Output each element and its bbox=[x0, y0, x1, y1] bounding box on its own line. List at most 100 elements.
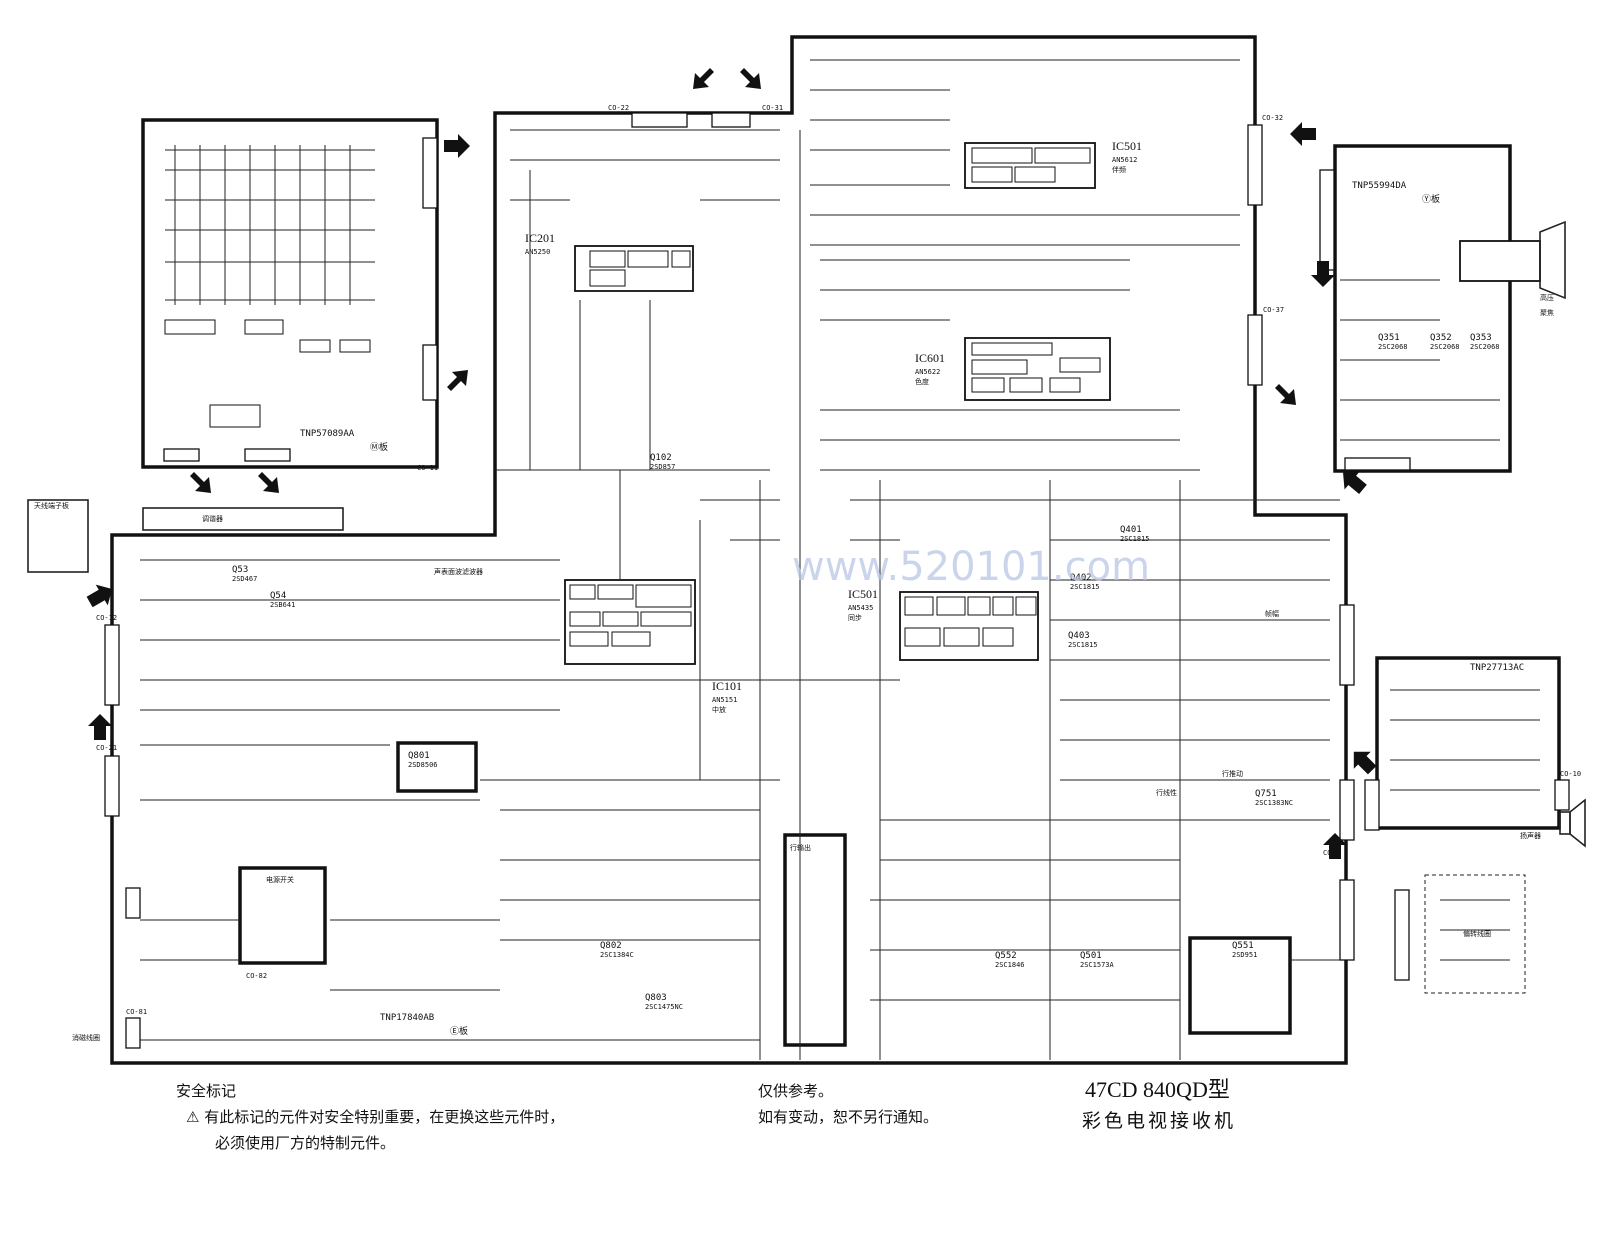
module-label: 调谐器 bbox=[202, 514, 223, 523]
connector-label: CO-12 bbox=[96, 614, 117, 622]
transistor-label: Q802 bbox=[600, 941, 622, 951]
module-label: 偏转线圈 bbox=[1463, 929, 1491, 938]
transistor-part: 2SD951 bbox=[1232, 951, 1257, 959]
connector-label: CO-81 bbox=[126, 1008, 147, 1016]
transistor-part: 2SB641 bbox=[270, 601, 295, 609]
transistor-label: Q402 bbox=[1070, 573, 1092, 583]
transistor-label: Q501 bbox=[1080, 951, 1102, 961]
q551-box bbox=[1188, 936, 1292, 1035]
connector-label: CO-82 bbox=[246, 972, 267, 980]
transistor-part: 2SC1573A bbox=[1080, 961, 1115, 969]
transistor-label: Q102 bbox=[650, 453, 672, 463]
ic-note: 色度 bbox=[915, 377, 929, 386]
board-tag: Ⓜ板 bbox=[370, 441, 388, 453]
ic-part-label: AN5612 bbox=[1112, 156, 1137, 164]
safety-line-1: ⚠ 有此标记的元件对安全特别重要，在更换这些元件时， bbox=[186, 1108, 565, 1126]
y-board-outline bbox=[1333, 144, 1512, 473]
ic-note: 伴频 bbox=[1112, 165, 1126, 174]
module-label: 扬声器 bbox=[1520, 831, 1541, 840]
connector-label: CO-21 bbox=[96, 744, 117, 752]
component-labels: TNP57089AA Ⓜ板 TNP55994DA Ⓨ板 TNP27713AC TNP178… bbox=[34, 104, 1581, 1042]
ic-internal-blocks bbox=[569, 147, 1101, 647]
transistor-part: 2SC2068 bbox=[1430, 343, 1460, 351]
transistor-part: 2SC1475NC bbox=[645, 1003, 683, 1011]
crt-socket bbox=[1539, 220, 1566, 300]
yoke-box bbox=[1424, 874, 1526, 994]
ic-part-label: AN5250 bbox=[525, 248, 550, 256]
ic-note: 同步 bbox=[848, 614, 862, 622]
transistor-label: Q801 bbox=[408, 751, 430, 761]
module-label: 电源开关 bbox=[266, 875, 294, 884]
connector-label: CO-31 bbox=[762, 104, 783, 112]
transistor-label: Q401 bbox=[1120, 525, 1142, 535]
transistor-part: 2SC2068 bbox=[1470, 343, 1500, 351]
module-label: 帧幅 bbox=[1265, 609, 1279, 618]
transistor-part: 2SC1815 bbox=[1070, 583, 1100, 591]
connector-label: CO-10 bbox=[1560, 770, 1581, 778]
flyback-box bbox=[783, 833, 847, 1047]
product-name: 彩色电视接收机 bbox=[1082, 1110, 1237, 1132]
transistor-part: 2SC1815 bbox=[1068, 641, 1098, 649]
board-tag: Ⓔ板 bbox=[450, 1025, 468, 1037]
transistor-label: Q53 bbox=[232, 565, 248, 575]
power-switch-box bbox=[238, 866, 327, 965]
key-switch-array bbox=[164, 145, 375, 428]
module-label: 行推动 bbox=[1222, 769, 1243, 778]
connector-label: CO-11 bbox=[417, 464, 438, 472]
notice-line-2: 如有变动，恕不另行通知。 bbox=[758, 1108, 939, 1126]
transistor-part: 2SD467 bbox=[232, 575, 257, 583]
board-label: TNP57089AA bbox=[300, 429, 355, 439]
board-label: TNP27713AC bbox=[1470, 663, 1524, 673]
transistor-label: Q352 bbox=[1430, 333, 1452, 343]
transistor-label: Q552 bbox=[995, 951, 1017, 961]
ic-label: IC601 bbox=[915, 351, 945, 365]
model-title: 47CD 840QD型 bbox=[1085, 1077, 1230, 1102]
module-label: 高压 bbox=[1540, 293, 1554, 302]
transistor-label: Q403 bbox=[1068, 631, 1090, 641]
transistor-part: 2SC1846 bbox=[995, 961, 1025, 969]
ic-part-label: AN5622 bbox=[915, 368, 940, 376]
ic-label: IC101 bbox=[712, 679, 742, 693]
signal-arrows bbox=[86, 68, 1377, 859]
module-label: 声表面波滤波器 bbox=[434, 567, 483, 576]
ic-label: IC501 bbox=[1112, 139, 1142, 153]
transistor-label: Q803 bbox=[645, 993, 667, 1003]
connector-label: CO-32 bbox=[1262, 114, 1283, 122]
circuit-wiring bbox=[140, 59, 1540, 1060]
connector-label: CO-37 bbox=[1263, 306, 1284, 314]
board-label: TNP17840AB bbox=[380, 1013, 434, 1023]
transistor-part: 2SC1384C bbox=[600, 951, 634, 959]
ic-part-label: AN5151 bbox=[712, 696, 737, 704]
transistor-part: 2SD8506 bbox=[408, 761, 438, 769]
notice-line-1: 仅供参考。 bbox=[758, 1082, 834, 1100]
board-label: TNP55994DA bbox=[1352, 181, 1407, 191]
module-label: 行输出 bbox=[790, 843, 811, 852]
transistor-label: Q353 bbox=[1470, 333, 1492, 343]
main-board-outline bbox=[110, 35, 1348, 1065]
deflection-board-outline bbox=[1375, 656, 1561, 830]
ic-label: IC201 bbox=[525, 231, 555, 245]
connector-blocks bbox=[104, 112, 1570, 1049]
safety-line-2: 必须使用厂方的特制元件。 bbox=[215, 1134, 396, 1152]
y-board-ic bbox=[1459, 240, 1541, 282]
module-label: 行线性 bbox=[1156, 788, 1177, 797]
connector-label: CO-5 bbox=[1323, 849, 1340, 857]
module-label: 聚焦 bbox=[1540, 308, 1554, 317]
board-tag: Ⓨ板 bbox=[1422, 193, 1440, 205]
ic-note: 中放 bbox=[712, 705, 726, 714]
transistor-label: Q551 bbox=[1232, 941, 1254, 951]
watermark: www.520101.com bbox=[792, 544, 1150, 590]
tuner-box bbox=[142, 507, 344, 531]
module-label: 消磁线圈 bbox=[72, 1033, 100, 1042]
safety-heading: 安全标记 bbox=[176, 1082, 237, 1100]
transistor-part: 2SC1815 bbox=[1120, 535, 1150, 543]
transistor-label: Q751 bbox=[1255, 789, 1277, 799]
transistor-part: 2SC2068 bbox=[1378, 343, 1408, 351]
antenna-board bbox=[27, 499, 89, 573]
transistor-part: 2SD857 bbox=[650, 463, 675, 471]
q801-box bbox=[396, 741, 478, 793]
m-board-outline bbox=[141, 118, 439, 469]
transistor-label: Q351 bbox=[1378, 333, 1400, 343]
transistor-part: 2SC1383NC bbox=[1255, 799, 1293, 807]
